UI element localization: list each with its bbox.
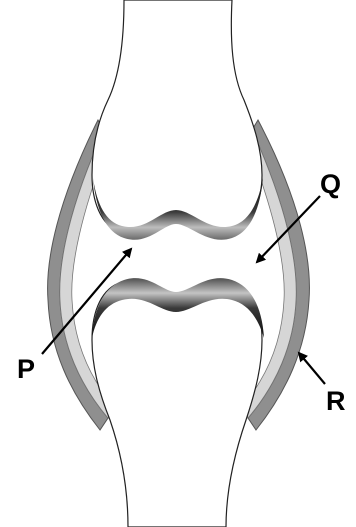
label-r: R <box>326 386 346 416</box>
upper-bone <box>92 0 263 240</box>
label-q: Q <box>320 169 341 199</box>
arrow-r <box>299 353 325 384</box>
lower-bone <box>92 278 264 527</box>
label-p: P <box>17 354 35 384</box>
